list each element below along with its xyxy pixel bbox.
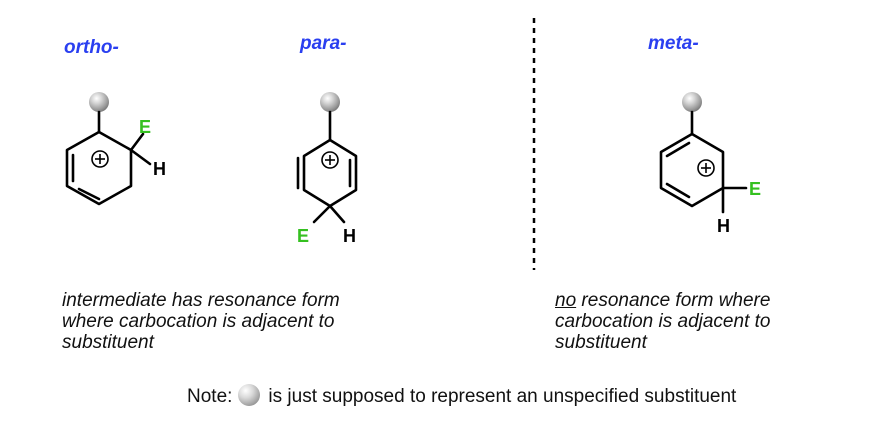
- ortho-hydrogen: H: [153, 159, 166, 179]
- meta-substituent-ball: [682, 92, 702, 112]
- right-caption-line-1: no resonance form where: [555, 290, 770, 311]
- ortho-label: ortho-: [64, 37, 119, 58]
- right-caption: no resonance form where carbocation is a…: [555, 290, 770, 353]
- right-caption-rest: resonance form where: [576, 290, 771, 311]
- note-suffix: is just supposed to represent an unspeci…: [268, 386, 737, 407]
- right-caption-no: no: [555, 290, 577, 311]
- ortho-substituent-ball: [89, 92, 109, 112]
- meta-hydrogen: H: [717, 216, 730, 236]
- para-electrophile: E: [297, 226, 309, 246]
- note: Note: is just supposed to represent an un…: [187, 384, 736, 408]
- left-caption-line-1: intermediate has resonance form: [62, 290, 340, 311]
- para-label: para-: [300, 33, 347, 54]
- meta-structure: E H: [659, 92, 761, 236]
- note-prefix: Note:: [187, 386, 233, 407]
- meta-label: meta-: [648, 33, 699, 54]
- left-caption-line-3: substituent: [62, 332, 154, 353]
- ortho-structure: E H: [65, 92, 166, 206]
- meta-electrophile: E: [749, 179, 761, 199]
- right-caption-line-3: substituent: [555, 332, 647, 353]
- left-caption-line-2: where carbocation is adjacent to: [62, 311, 335, 332]
- substituent-ball-icon: [238, 384, 261, 406]
- ortho-electrophile: E: [139, 117, 151, 137]
- para-substituent-ball: [320, 92, 340, 112]
- left-caption: intermediate has resonance form where ca…: [62, 290, 340, 353]
- para-hydrogen: H: [343, 226, 356, 246]
- para-structure: E H: [296, 92, 358, 246]
- right-caption-line-2: carbocation is adjacent to: [555, 311, 771, 332]
